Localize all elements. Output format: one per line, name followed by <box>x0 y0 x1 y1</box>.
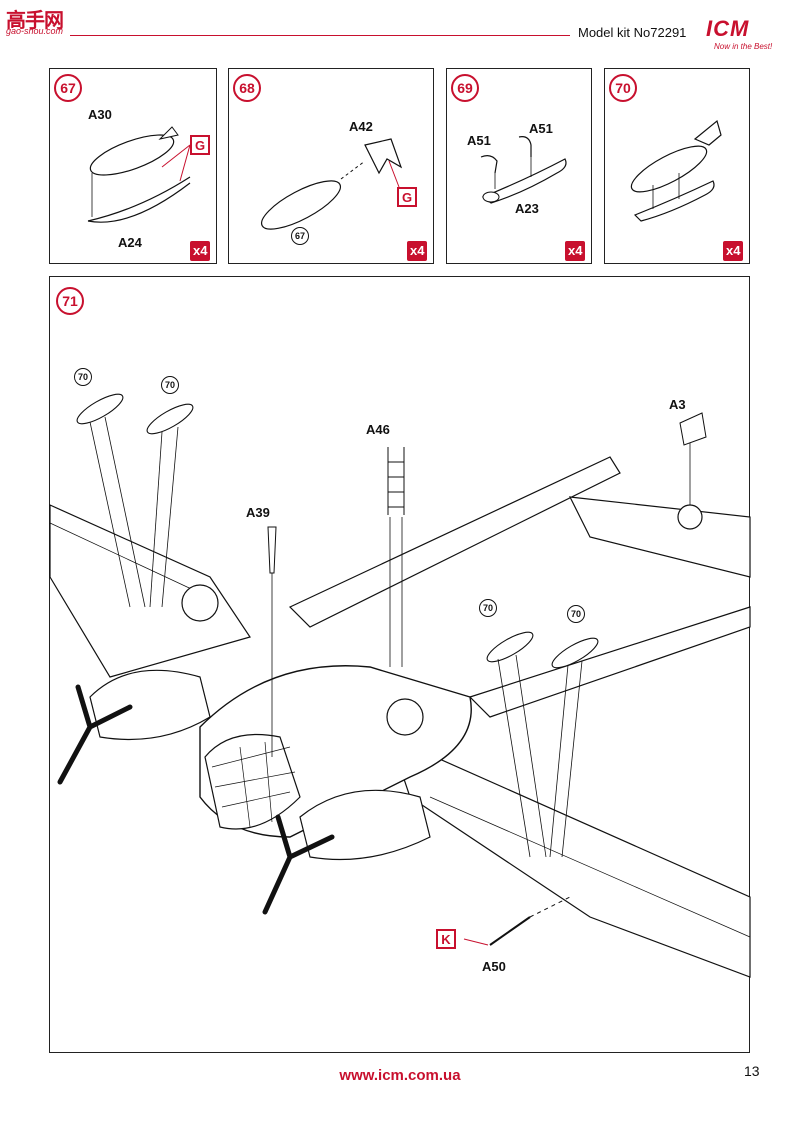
part-label: A46 <box>366 422 390 437</box>
quantity-badge: x4 <box>723 241 744 261</box>
rack-assembly-drawing <box>480 136 567 204</box>
reference-marker: 70 <box>567 605 585 623</box>
reference-marker: 67 <box>291 227 309 245</box>
quantity-badge: x4 <box>565 241 586 261</box>
part-label: A30 <box>88 107 112 122</box>
bomb-on-rack-drawing <box>630 119 722 222</box>
quantity-badge: x4 <box>407 241 428 261</box>
part-label: A51 <box>529 121 553 136</box>
glue-marker: G <box>190 135 210 155</box>
reference-marker: 70 <box>479 599 497 617</box>
part-label: A51 <box>467 133 491 148</box>
part-label: A23 <box>515 201 539 216</box>
step-71-panel: 71 70 70 70 70 A3 A46 A39 A50 K <box>49 276 751 1053</box>
glue-marker: G <box>397 187 417 207</box>
watermark-logo: 高手网 <box>6 10 64 32</box>
step-number: 68 <box>233 74 261 102</box>
step-70-panel: 70 x4 <box>604 68 750 264</box>
step-67-panel: 67 A30 A24 G x4 <box>49 68 217 264</box>
bomb-fin-drawing <box>260 138 403 230</box>
clear-part-marker: K <box>436 929 456 949</box>
footer-url[interactable]: www.icm.com.ua <box>339 1067 461 1084</box>
step-68-panel: 68 A42 G 67 x4 <box>228 68 434 264</box>
step-69-panel: 69 A51 A51 A23 x4 <box>446 68 592 264</box>
part-label: A24 <box>118 235 142 250</box>
brand-slogan: Now in the Best! <box>714 42 773 51</box>
kit-title: Model kit No72291 <box>578 25 687 40</box>
part-label: A50 <box>482 959 506 974</box>
quantity-badge: x4 <box>190 241 211 261</box>
step-number: 71 <box>56 287 84 315</box>
header-divider <box>70 35 570 36</box>
page-number: 13 <box>744 1063 760 1079</box>
watermark-subtitle: gao-shou.com <box>6 26 64 36</box>
part-label: A39 <box>246 505 270 520</box>
step-number: 69 <box>451 74 479 102</box>
step-number: 67 <box>54 74 82 102</box>
reference-marker: 70 <box>161 376 179 394</box>
aircraft-assembly-drawing <box>49 393 751 978</box>
bomb-assembly-drawing <box>87 126 191 223</box>
step-number: 70 <box>609 74 637 102</box>
reference-marker: 70 <box>74 368 92 386</box>
brand-logo: ICM <box>706 16 750 41</box>
part-label: A42 <box>349 119 373 134</box>
part-label: A3 <box>669 397 686 412</box>
